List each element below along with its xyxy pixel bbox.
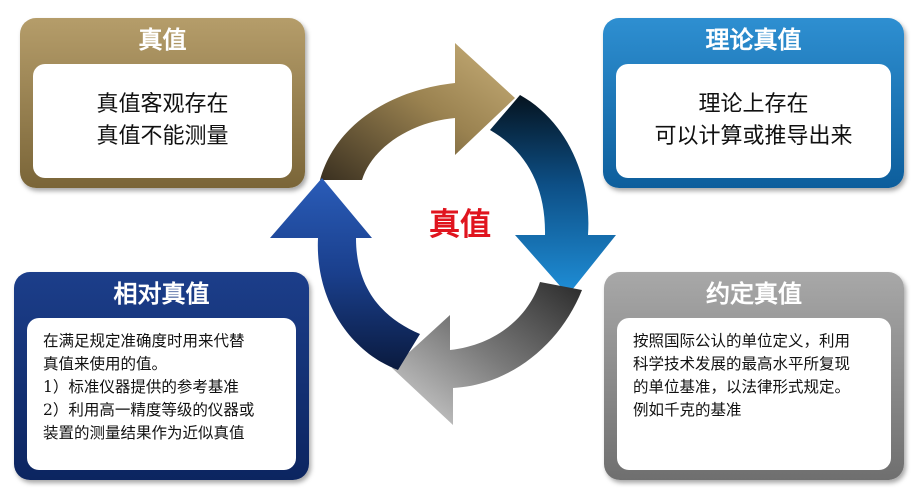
- card-line: 1）标准仪器提供的参考基准: [43, 378, 239, 396]
- card-line: 可以计算或推导出来: [654, 124, 853, 149]
- card-line: 科学技术发展的最高水平所复现: [633, 355, 851, 373]
- card-line: 的单位基准，以法律形式规定。: [633, 378, 851, 396]
- card-line: 按照国际公认的单位定义，利用: [633, 332, 851, 350]
- card-title: 理论真值: [705, 26, 802, 54]
- card-relative-true-value: 相对真值 在满足规定准确度时用来代替 真值来使用的值。 1）标准仪器提供的参考基…: [14, 272, 309, 480]
- arrow-gray: [392, 282, 582, 425]
- card-line: 理论上存在: [698, 92, 809, 117]
- card-line: 真值不能测量: [96, 124, 229, 149]
- card-title: 相对真值: [113, 280, 210, 308]
- card-body: 理论上存在 可以计算或推导出来: [616, 64, 891, 178]
- card-line: 真值客观存在: [96, 92, 229, 117]
- card-line: 2）利用高一精度等级的仪器或: [43, 401, 255, 419]
- arrow-navy: [270, 178, 420, 370]
- card-title: 真值: [138, 26, 187, 54]
- card-body: 真值客观存在 真值不能测量: [33, 64, 292, 178]
- arrow-gold: [320, 43, 515, 180]
- card-true-value: 真值 真值客观存在 真值不能测量: [20, 18, 305, 188]
- card-line: 装置的测量结果作为近似真值: [43, 424, 245, 442]
- card-title: 约定真值: [706, 280, 802, 308]
- card-body: 在满足规定准确度时用来代替 真值来使用的值。 1）标准仪器提供的参考基准 2）利…: [27, 318, 296, 470]
- arrow-blue: [490, 95, 616, 295]
- card-theoretical-true-value: 理论真值 理论上存在 可以计算或推导出来: [603, 18, 904, 188]
- card-body: 按照国际公认的单位定义，利用 科学技术发展的最高水平所复现 的单位基准，以法律形…: [617, 318, 891, 470]
- card-line: 例如千克的基准: [633, 401, 742, 419]
- card-conventional-true-value: 约定真值 按照国际公认的单位定义，利用 科学技术发展的最高水平所复现 的单位基准…: [604, 272, 904, 480]
- center-label: 真值: [429, 207, 491, 243]
- card-line: 真值来使用的值。: [43, 355, 168, 373]
- card-line: 在满足规定准确度时用来代替: [43, 332, 245, 350]
